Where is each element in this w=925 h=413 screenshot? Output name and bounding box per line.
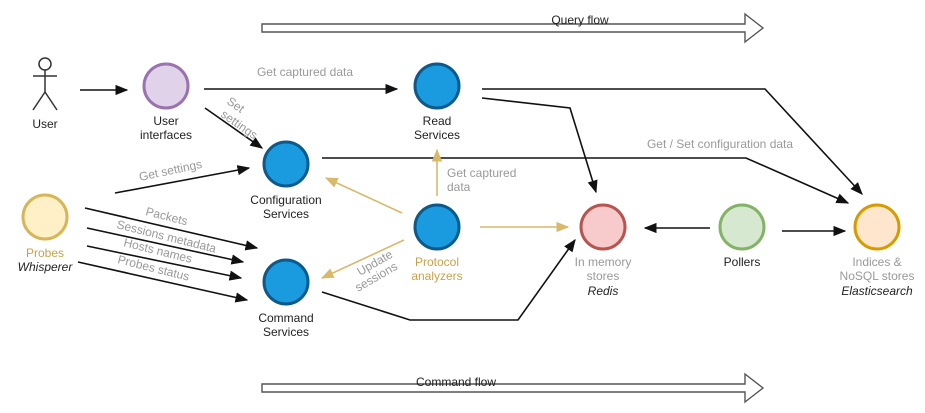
user-label: User xyxy=(32,117,57,131)
in-memory-stores-node xyxy=(579,203,627,251)
read-services-label-2: Services xyxy=(414,128,460,142)
probes-node xyxy=(21,193,69,241)
configuration-services-node xyxy=(262,140,310,188)
elasticsearch-label: Elasticsearch xyxy=(841,284,913,298)
command-flow-arrow: Command flow xyxy=(261,372,765,404)
query-flow-arrow: Query flow xyxy=(261,12,765,44)
redis-label: Redis xyxy=(588,284,619,298)
protocol-analyzers-label-1: Protocol xyxy=(415,255,459,269)
configuration-services-label-1: Configuration xyxy=(250,193,321,207)
read-services-label-1: Read xyxy=(423,114,452,128)
edge-config-to-es xyxy=(322,157,850,204)
pollers-node xyxy=(718,203,766,251)
query-flow-label: Query flow xyxy=(551,13,609,27)
edge-packets xyxy=(84,207,259,251)
configuration-services-label-2: Services xyxy=(263,207,309,221)
edge-probes-to-config xyxy=(114,165,251,194)
command-services-node xyxy=(262,258,310,306)
in-memory-label-1: In memory xyxy=(575,255,632,269)
label-get-captured-data: Get captured data xyxy=(257,65,353,79)
edge-probes-status xyxy=(77,261,249,303)
label-get-captured-data-2-line2: data xyxy=(447,180,471,194)
label-get-captured-data-2-line1: Get captured xyxy=(447,166,516,180)
indices-label-1: Indices & xyxy=(852,255,901,269)
indices-label-2: NoSQL stores xyxy=(840,269,915,283)
edge-command-to-redis xyxy=(321,238,576,321)
command-services-label-1: Command xyxy=(258,311,313,325)
user-interfaces-node xyxy=(142,62,190,110)
command-flow-label: Command flow xyxy=(416,375,496,389)
edge-ui-to-config xyxy=(204,107,264,149)
probes-label: Probes xyxy=(26,246,64,260)
in-memory-label-2: stores xyxy=(587,269,620,283)
label-get-settings: Get settings xyxy=(138,157,204,184)
edge-read-to-es xyxy=(482,88,863,195)
user-actor-icon xyxy=(32,57,58,111)
whisperer-label: Whisperer xyxy=(18,260,74,274)
user-interfaces-label-2: interfaces xyxy=(140,128,192,142)
read-services-node xyxy=(413,62,461,110)
edge-analyzers-to-config xyxy=(324,177,403,214)
edge-sessions-metadata xyxy=(86,227,245,265)
command-services-label-2: Services xyxy=(263,325,309,339)
edge-analyzers-to-command xyxy=(320,239,405,279)
protocol-analyzers-label-2: analyzers xyxy=(411,269,462,283)
label-get-set-config: Get / Set configuration data xyxy=(647,137,793,151)
pollers-label: Pollers xyxy=(724,255,761,269)
edge-hosts-names xyxy=(86,245,243,281)
user-interfaces-label-1: User xyxy=(153,114,178,128)
protocol-analyzers-node xyxy=(413,203,461,251)
indices-node xyxy=(853,203,901,251)
edge-read-to-redis xyxy=(481,97,598,194)
